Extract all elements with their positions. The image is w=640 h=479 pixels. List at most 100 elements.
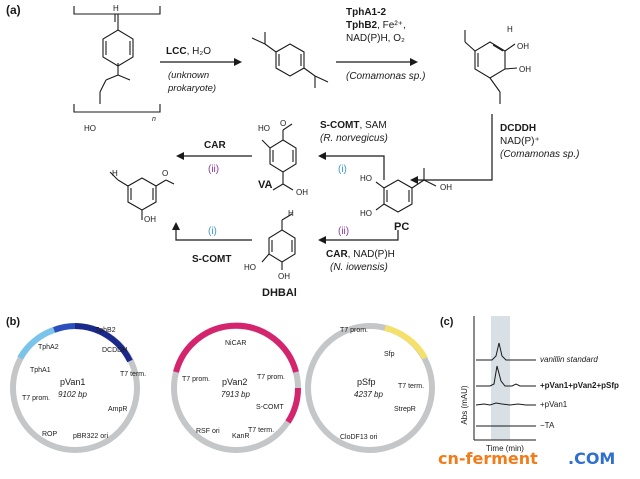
pvan2-scomt-arc <box>285 387 302 424</box>
pvan2-size: 7913 bp <box>221 390 250 399</box>
pvan1-feature-t7prom: T7 prom. <box>22 395 50 402</box>
pvan2-feature-scomt: S-COMT <box>256 404 284 411</box>
pvan2-nicar-arc <box>173 322 299 373</box>
pvan1-feature-rop: ROP <box>42 431 58 438</box>
diol-oh-1: OH <box>517 42 529 51</box>
dhbal-label: DHBAl <box>262 287 297 299</box>
dcddh-label: DCDDH <box>500 123 536 134</box>
arrow-scomt-pc-head <box>318 152 326 160</box>
trace-label-vanillin: vanillin standard <box>540 355 598 364</box>
dcddh-cofactor: NAD(P)⁺ <box>500 136 540 147</box>
tph-cofactor: NAD(P)H, O₂ <box>346 33 405 44</box>
car-label-lower: CAR, NAD(P)H <box>326 249 395 260</box>
psfp-feature-t7term: T7 term. <box>398 383 424 390</box>
dhbal-ho-atom: HO <box>244 263 256 272</box>
pvan2-feature-ori: RSF ori <box>196 428 220 435</box>
arrow-tph-head <box>410 58 418 66</box>
va-ho-atom: HO <box>258 124 270 133</box>
vanillin-structure <box>109 171 175 220</box>
dhbal-structure <box>261 213 296 270</box>
polymer-n-subscript: n <box>152 116 156 123</box>
pvan2-feature-t7prom-2: T7 prom. <box>257 374 285 381</box>
va-structure <box>261 123 297 191</box>
pvan1-feature-labels: TphB2 TphA2 DCDDH TphA1 T7 term. T7 prom… <box>22 327 146 440</box>
pvan1-size: 9102 bp <box>58 390 87 399</box>
car-organism: (N. iowensis) <box>330 262 388 273</box>
trace-pvan1 <box>475 402 536 406</box>
dhbal-h-atom: H <box>288 209 294 218</box>
step-num-i-lower: (i) <box>208 226 217 237</box>
pvan1-feature-tphb2: TphB2 <box>95 327 116 334</box>
step-num-ii-upper: (ii) <box>208 164 219 175</box>
tpha-label: TphA1-2 <box>346 7 386 18</box>
cis-diol-structure <box>464 30 518 104</box>
vanillin-o-atom: O <box>162 169 168 178</box>
panel-b-label: (b) <box>6 316 20 328</box>
watermark-left: cn-ferment <box>438 449 538 468</box>
panel-a-label: (a) <box>6 3 21 17</box>
pc-ho-1: HO <box>360 174 372 183</box>
panel-c-label: (c) <box>440 316 454 328</box>
pvan2-feature-t7term: T7 term. <box>248 427 274 434</box>
va-o-atom: O <box>280 119 286 128</box>
pvan1-feature-tpha1: TphA1 <box>30 367 51 374</box>
vanillin-oh-atom: OH <box>144 215 156 224</box>
pvan1-feature-ampr: AmpR <box>108 406 127 413</box>
diol-h-atom: H <box>507 25 513 34</box>
c-y-axis-label: Abs (mAU) <box>460 385 469 424</box>
tphb-label: TphB2, Fe²⁺, <box>346 20 406 31</box>
plasmid-psfp <box>305 323 435 453</box>
polymer-h-atom: H <box>113 4 119 13</box>
car-label-upper: CAR <box>204 140 226 151</box>
pvan1-tpha2-arc <box>52 323 76 333</box>
arrow-car-va-head <box>176 152 184 160</box>
pvan1-feature-ori: pBR322 ori <box>73 433 108 440</box>
dcddh-organism: (Comamonas sp.) <box>500 149 579 160</box>
pvan1-feature-dcddh: DCDDH <box>102 347 127 354</box>
diol-oh-2: OH <box>519 65 531 74</box>
trace-label-minus-ta: −TA <box>540 421 555 430</box>
pvan1-tpha1-arc <box>17 327 56 360</box>
pvan2-feature-labels: NiCAR T7 prom. T7 prom. S-COMT T7 term. … <box>182 340 285 440</box>
arrow-scomt-pc <box>320 155 385 180</box>
trace-full-construct <box>476 365 536 387</box>
polymer-ho-label: HO <box>84 124 96 133</box>
psfp-size: 4237 bp <box>354 390 383 399</box>
lcc-label: LCC, H₂O <box>166 46 211 57</box>
pvan1-feature-tpha2: TphA2 <box>38 344 59 351</box>
plasmid-pvan1 <box>10 323 140 453</box>
psfp-backbone <box>305 323 435 453</box>
pvan2-feature-t7prom-1: T7 prom. <box>182 376 210 383</box>
pc-label: PC <box>394 221 409 233</box>
step-num-ii-lower: (ii) <box>338 226 349 237</box>
psfp-feature-ori: CloDF13 ori <box>340 434 378 441</box>
psfp-feature-sfp: Sfp <box>384 351 395 358</box>
arrow-dcddh <box>412 114 493 181</box>
psfp-feature-strepr: StrepR <box>394 406 416 413</box>
chromatogram-traces <box>475 342 536 427</box>
pc-structure <box>375 168 437 213</box>
pvan2-feature-kanr: KanR <box>232 433 250 440</box>
va-label: VA <box>258 179 273 191</box>
plasmid-pvan2 <box>171 322 302 453</box>
dhbal-oh-atom: OH <box>278 272 290 281</box>
c-x-axis-label: Time (min) <box>486 444 524 453</box>
pvan1-name: pVan1 <box>60 377 85 387</box>
scomt-organism: (R. norvegicus) <box>320 133 388 144</box>
psfp-sfp-arc <box>384 325 428 360</box>
arrow-car-pc <box>320 230 399 241</box>
lcc-organism-2: prokaryote) <box>167 83 216 94</box>
pvan1-feature-t7term: T7 term. <box>120 371 146 378</box>
pvan1-tphb2-arc <box>74 323 133 363</box>
scomt-label-lower: S-COMT <box>192 254 231 265</box>
pet-polymer-structure <box>73 6 161 113</box>
trace-label-full: +pVan1+pVan2+pSfp <box>540 381 619 390</box>
pc-oh-atom: OH <box>440 183 452 192</box>
lcc-organism-1: (unknown <box>168 70 209 81</box>
trace-vanillin-standard <box>476 342 536 361</box>
trace-label-pvan1: +pVan1 <box>540 400 568 409</box>
terephthalic-acid-structure <box>251 32 329 88</box>
arrow-car-pc-head <box>318 236 326 244</box>
scomt-label-upper: S-COMT, SAM <box>320 120 387 131</box>
